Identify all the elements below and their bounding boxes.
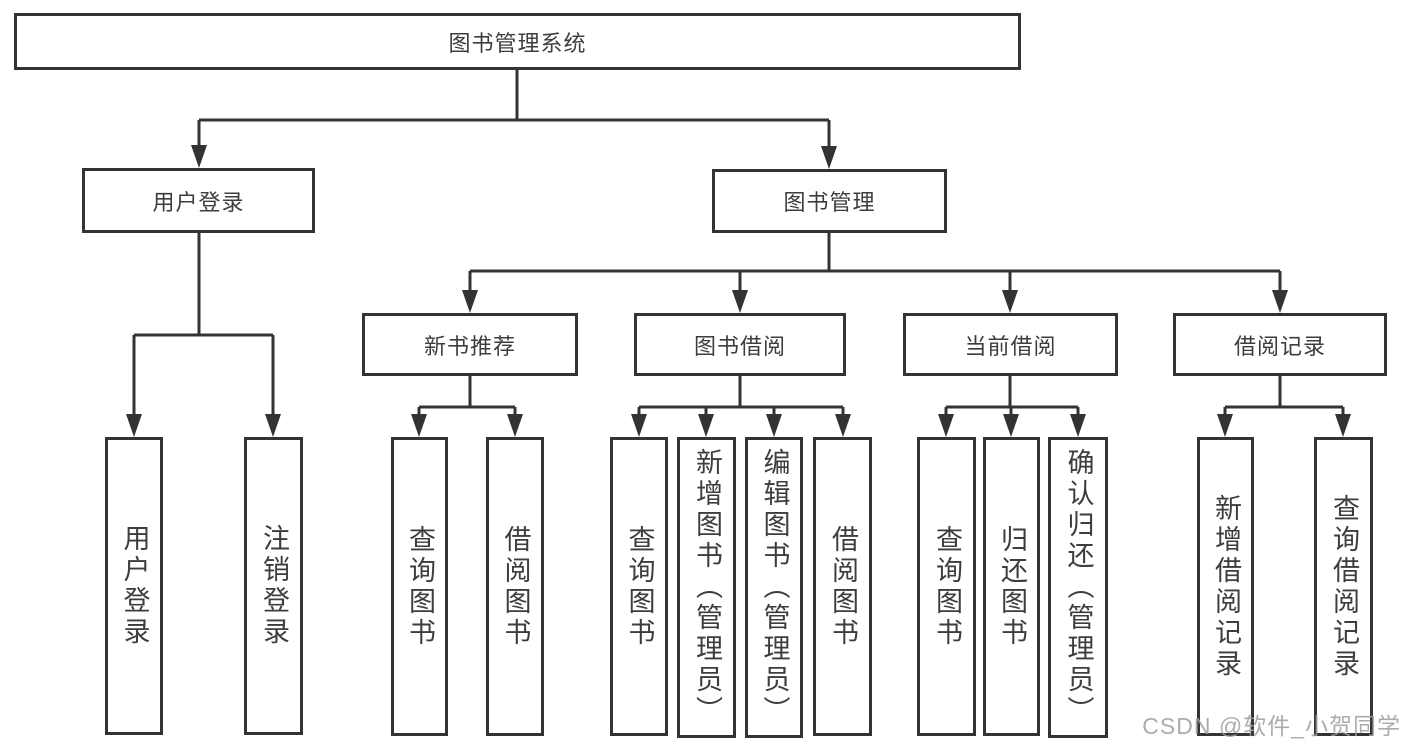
node-book-borrow: 图书借阅 [634,313,846,376]
leaf-add-borrow-record: 新增借阅记录 [1197,437,1254,736]
leaf-query-books-1: 查询图书 [391,437,448,736]
leaf-edit-books-admin: 编辑图书（管理员） [745,437,803,738]
leaf-confirm-return-admin: 确认归还（管理员） [1048,437,1108,738]
leaf-return-books: 归还图书 [983,437,1040,736]
leaf-user-login: 用户登录 [105,437,163,735]
leaf-query-books-2: 查询图书 [610,437,668,736]
node-book-management: 图书管理 [712,169,947,233]
leaf-add-books-admin: 新增图书（管理员） [677,437,736,738]
leaf-query-borrow-record: 查询借阅记录 [1314,437,1373,736]
leaf-borrow-books-1: 借阅图书 [486,437,544,736]
leaf-query-books-3: 查询图书 [917,437,976,736]
leaf-logout: 注销登录 [244,437,303,735]
node-current-borrow: 当前借阅 [903,313,1118,376]
arrowheads [126,145,1351,437]
node-user-login: 用户登录 [82,168,315,233]
node-new-book-recommend: 新书推荐 [362,313,578,376]
csdn-watermark: CSDN @软件_小贺同学 [1142,713,1401,739]
leaf-borrow-books-2: 借阅图书 [813,437,872,736]
node-root: 图书管理系统 [14,13,1021,70]
node-borrow-record: 借阅记录 [1173,313,1387,376]
